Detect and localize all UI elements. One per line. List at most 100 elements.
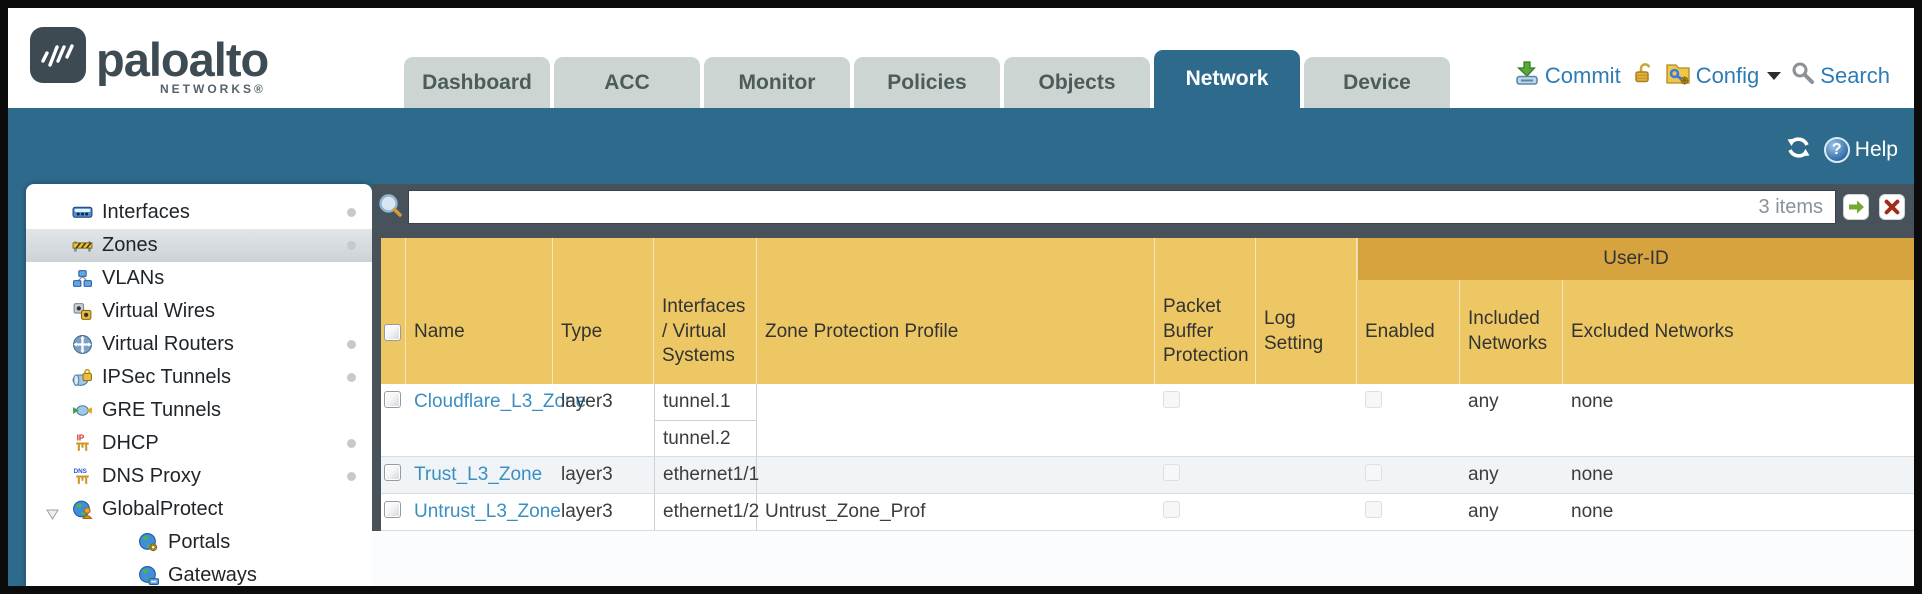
row-select-cell [381,384,406,456]
svg-text:DNS: DNS [74,468,87,475]
tab-dashboard[interactable]: Dashboard [404,57,550,108]
virtual-routers-icon [73,335,92,354]
col-header-interfaces[interactable]: Interfaces / Virtual Systems [654,238,757,384]
status-dot [347,472,356,481]
col-header-enabled[interactable]: Enabled [1357,238,1460,384]
globalprotect-icon [73,500,93,519]
zone-name-cell: Trust_L3_Zone [406,457,553,493]
sidebar-item-label: Virtual Wires [102,300,215,322]
apply-filter-button[interactable] [1843,194,1869,220]
commit-label: Commit [1544,63,1621,88]
packet-buffer-cell [1155,494,1256,530]
table-row[interactable]: Trust_L3_Zone layer3 ethernet1/1 any non… [381,457,1914,494]
packet-buffer-checkbox[interactable] [1163,391,1180,408]
col-header-zone-protection-profile[interactable]: Zone Protection Profile [757,238,1155,384]
excluded-networks-cell: none [1571,391,1614,412]
sidebar-item-ipsec-tunnels[interactable]: IPSec Tunnels [26,361,372,394]
col-header-packet-buffer-protection[interactable]: Packet Buffer Protection [1155,238,1256,384]
svg-text:IP: IP [77,433,84,442]
user-id-enabled-checkbox[interactable] [1365,464,1382,481]
tab-acc[interactable]: ACC [554,57,700,108]
user-id-enabled-cell [1357,457,1460,493]
sidebar-item-dhcp[interactable]: IP DHCP [26,427,372,460]
row-checkbox[interactable] [384,501,401,518]
items-count: 3 items [1758,195,1823,218]
zone-type-cell: layer3 [561,501,613,522]
included-networks-cell: any [1468,464,1499,485]
user-id-enabled-cell [1357,384,1460,456]
zone-type-cell: layer3 [561,391,613,412]
sidebar-item-dns-proxy[interactable]: DNS DNS Proxy [26,460,372,493]
log-setting-cell [1256,384,1357,456]
tab-policies[interactable]: Policies [854,57,1000,108]
zone-name-link[interactable]: Trust_L3_Zone [414,464,543,485]
user-id-enabled-checkbox[interactable] [1365,391,1382,408]
main-nav-tabs: Dashboard ACC Monitor Policies Objects N… [404,50,1450,108]
sidebar-item-label: Gateways [168,564,257,586]
sidebar-item-label: DNS Proxy [102,465,201,487]
commit-button[interactable]: Commit [1514,60,1621,92]
interface-entry: tunnel.1 [663,391,731,412]
sidebar-item-interfaces[interactable]: Interfaces [26,196,372,229]
search-menu[interactable]: Search [1791,61,1890,91]
packet-buffer-cell [1155,457,1256,493]
log-setting-cell [1256,457,1357,493]
search-label: Search [1820,63,1890,88]
gre-tunnels-icon [73,405,92,416]
sidebar-item-zones[interactable]: Zones [26,229,372,262]
row-checkbox[interactable] [384,391,401,408]
help-button[interactable]: ? Help [1823,137,1898,163]
tab-device[interactable]: Device [1304,57,1450,108]
sidebar-item-gateways[interactable]: Gateways [26,559,372,586]
table-row[interactable]: Untrust_L3_Zone layer3 ethernet1/2 Untru… [381,494,1914,531]
sidebar-item-globalprotect[interactable]: GlobalProtect [26,493,372,526]
vlans-icon [73,270,92,287]
help-label: Help [1854,138,1898,161]
expand-triangle-icon[interactable] [46,503,59,526]
packet-buffer-checkbox[interactable] [1163,501,1180,518]
status-dot [347,373,356,382]
row-checkbox[interactable] [384,464,401,481]
tab-objects[interactable]: Objects [1004,57,1150,108]
lock-icon[interactable] [1631,61,1655,91]
filter-input-box: 3 items [408,190,1836,224]
col-header-log-setting[interactable]: Log Setting [1256,238,1357,384]
sidebar-item-label: GlobalProtect [102,498,224,520]
dhcp-icon: IP [76,433,89,451]
zone-name-link[interactable]: Cloudflare_L3_Zone [414,391,587,412]
sidebar-item-label: Portals [168,531,231,553]
included-networks-cell: any [1468,501,1499,522]
col-header-type[interactable]: Type [553,238,654,384]
zones-content: 3 items Name Type I [372,184,1914,586]
col-header-excluded-networks[interactable]: Excluded Networks [1571,320,1734,342]
sidebar-item-vlans[interactable]: VLANs [26,262,372,295]
sidebar-item-gre-tunnels[interactable]: GRE Tunnels [26,394,372,427]
tab-network[interactable]: Network [1154,50,1300,108]
filter-search-icon [377,193,404,225]
sidebar-item-portals[interactable]: Portals [26,526,372,559]
status-dot [347,241,356,250]
col-header-included-networks[interactable]: Included Networks [1460,238,1563,384]
col-header-name[interactable]: Name [406,238,553,384]
filter-input[interactable] [409,195,1759,219]
header-utilities: Commit [1514,60,1890,92]
config-menu[interactable]: Config [1665,60,1782,92]
zone-name-link[interactable]: Untrust_L3_Zone [414,501,561,522]
sidebar-item-virtual-routers[interactable]: Virtual Routers [26,328,372,361]
select-all-checkbox[interactable] [384,323,401,341]
sidebar-item-label: Virtual Routers [102,333,234,355]
zone-protection-profile-cell: Untrust_Zone_Prof [765,501,926,522]
included-networks-cell: any [1468,391,1499,412]
zone-name-cell: Cloudflare_L3_Zone [406,384,586,456]
refresh-icon[interactable] [1785,134,1812,166]
sidebar-item-virtual-wires[interactable]: Virtual Wires [26,295,372,328]
packet-buffer-cell [1155,384,1256,456]
user-id-enabled-checkbox[interactable] [1365,501,1382,518]
search-icon [1791,61,1815,91]
table-row[interactable]: Cloudflare_L3_Zone layer3 tunnel.1 tunne… [381,384,1914,457]
tab-monitor[interactable]: Monitor [704,57,850,108]
user-id-group-header: User-ID [1357,238,1914,280]
row-select-cell [381,494,406,530]
packet-buffer-checkbox[interactable] [1163,464,1180,481]
clear-filter-button[interactable] [1879,194,1905,220]
